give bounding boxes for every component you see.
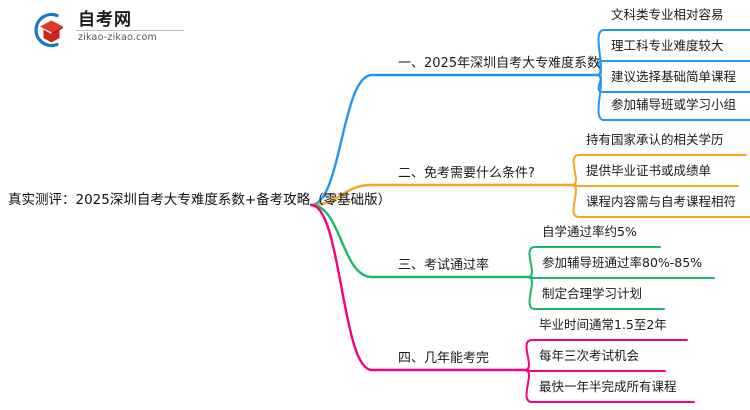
mindmap-branch-node-2[interactable]: 二、免考需要什么条件? [398,166,535,181]
mindmap-leaf-node-4-1[interactable]: 毕业时间通常1.5至2年 [539,317,667,332]
mindmap-leaf-node-1-3[interactable]: 建议选择基础简单课程 [611,69,737,84]
mindmap-leaf-node-4-2[interactable]: 每年三次考试机会 [539,348,640,363]
mindmap-branch-node-3[interactable]: 三、考试通过率 [398,258,490,273]
graduation-cap-logo-icon [26,10,70,50]
mindmap-leaf-node-1-4[interactable]: 参加辅导班或学习小组 [611,97,737,112]
mindmap-leaf-node-2-1[interactable]: 持有国家承认的相关学历 [586,132,724,147]
mindmap-leaf-node-4-3[interactable]: 最快一年半完成所有课程 [539,379,677,394]
mindmap-branch-node-4[interactable]: 四、几年能考完 [398,351,490,366]
mindmap-leaf-node-3-1[interactable]: 自学通过率约5% [542,224,637,239]
mindmap-leaf-node-2-3[interactable]: 课程内容需与自考课程相符 [586,194,737,209]
mindmap-root-node[interactable]: 真实测评：2025深圳自考大专难度系数+备考攻略（零基础版） [8,192,392,208]
logo-wordmark: 自考网 zikao-zikao.com [74,10,186,50]
logo-divider [76,30,184,31]
mindmap-leaf-node-1-1[interactable]: 文科类专业相对容易 [611,7,724,22]
logo-url: zikao-zikao.com [78,32,157,43]
site-logo: 自考网 zikao-zikao.com [26,8,186,52]
mindmap-leaf-node-2-2[interactable]: 提供毕业证书或成绩单 [586,163,712,178]
mindmap-leaf-node-3-2[interactable]: 参加辅导班通过率80%-85% [542,255,703,270]
mindmap-branch-node-1[interactable]: 一、2025年深圳自考大专难度系数 [398,56,601,71]
logo-name-cn: 自考网 [78,10,132,30]
mindmap-leaf-node-1-2[interactable]: 理工科专业难度较大 [611,38,724,53]
mindmap-leaf-node-3-3[interactable]: 制定合理学习计划 [542,286,643,301]
